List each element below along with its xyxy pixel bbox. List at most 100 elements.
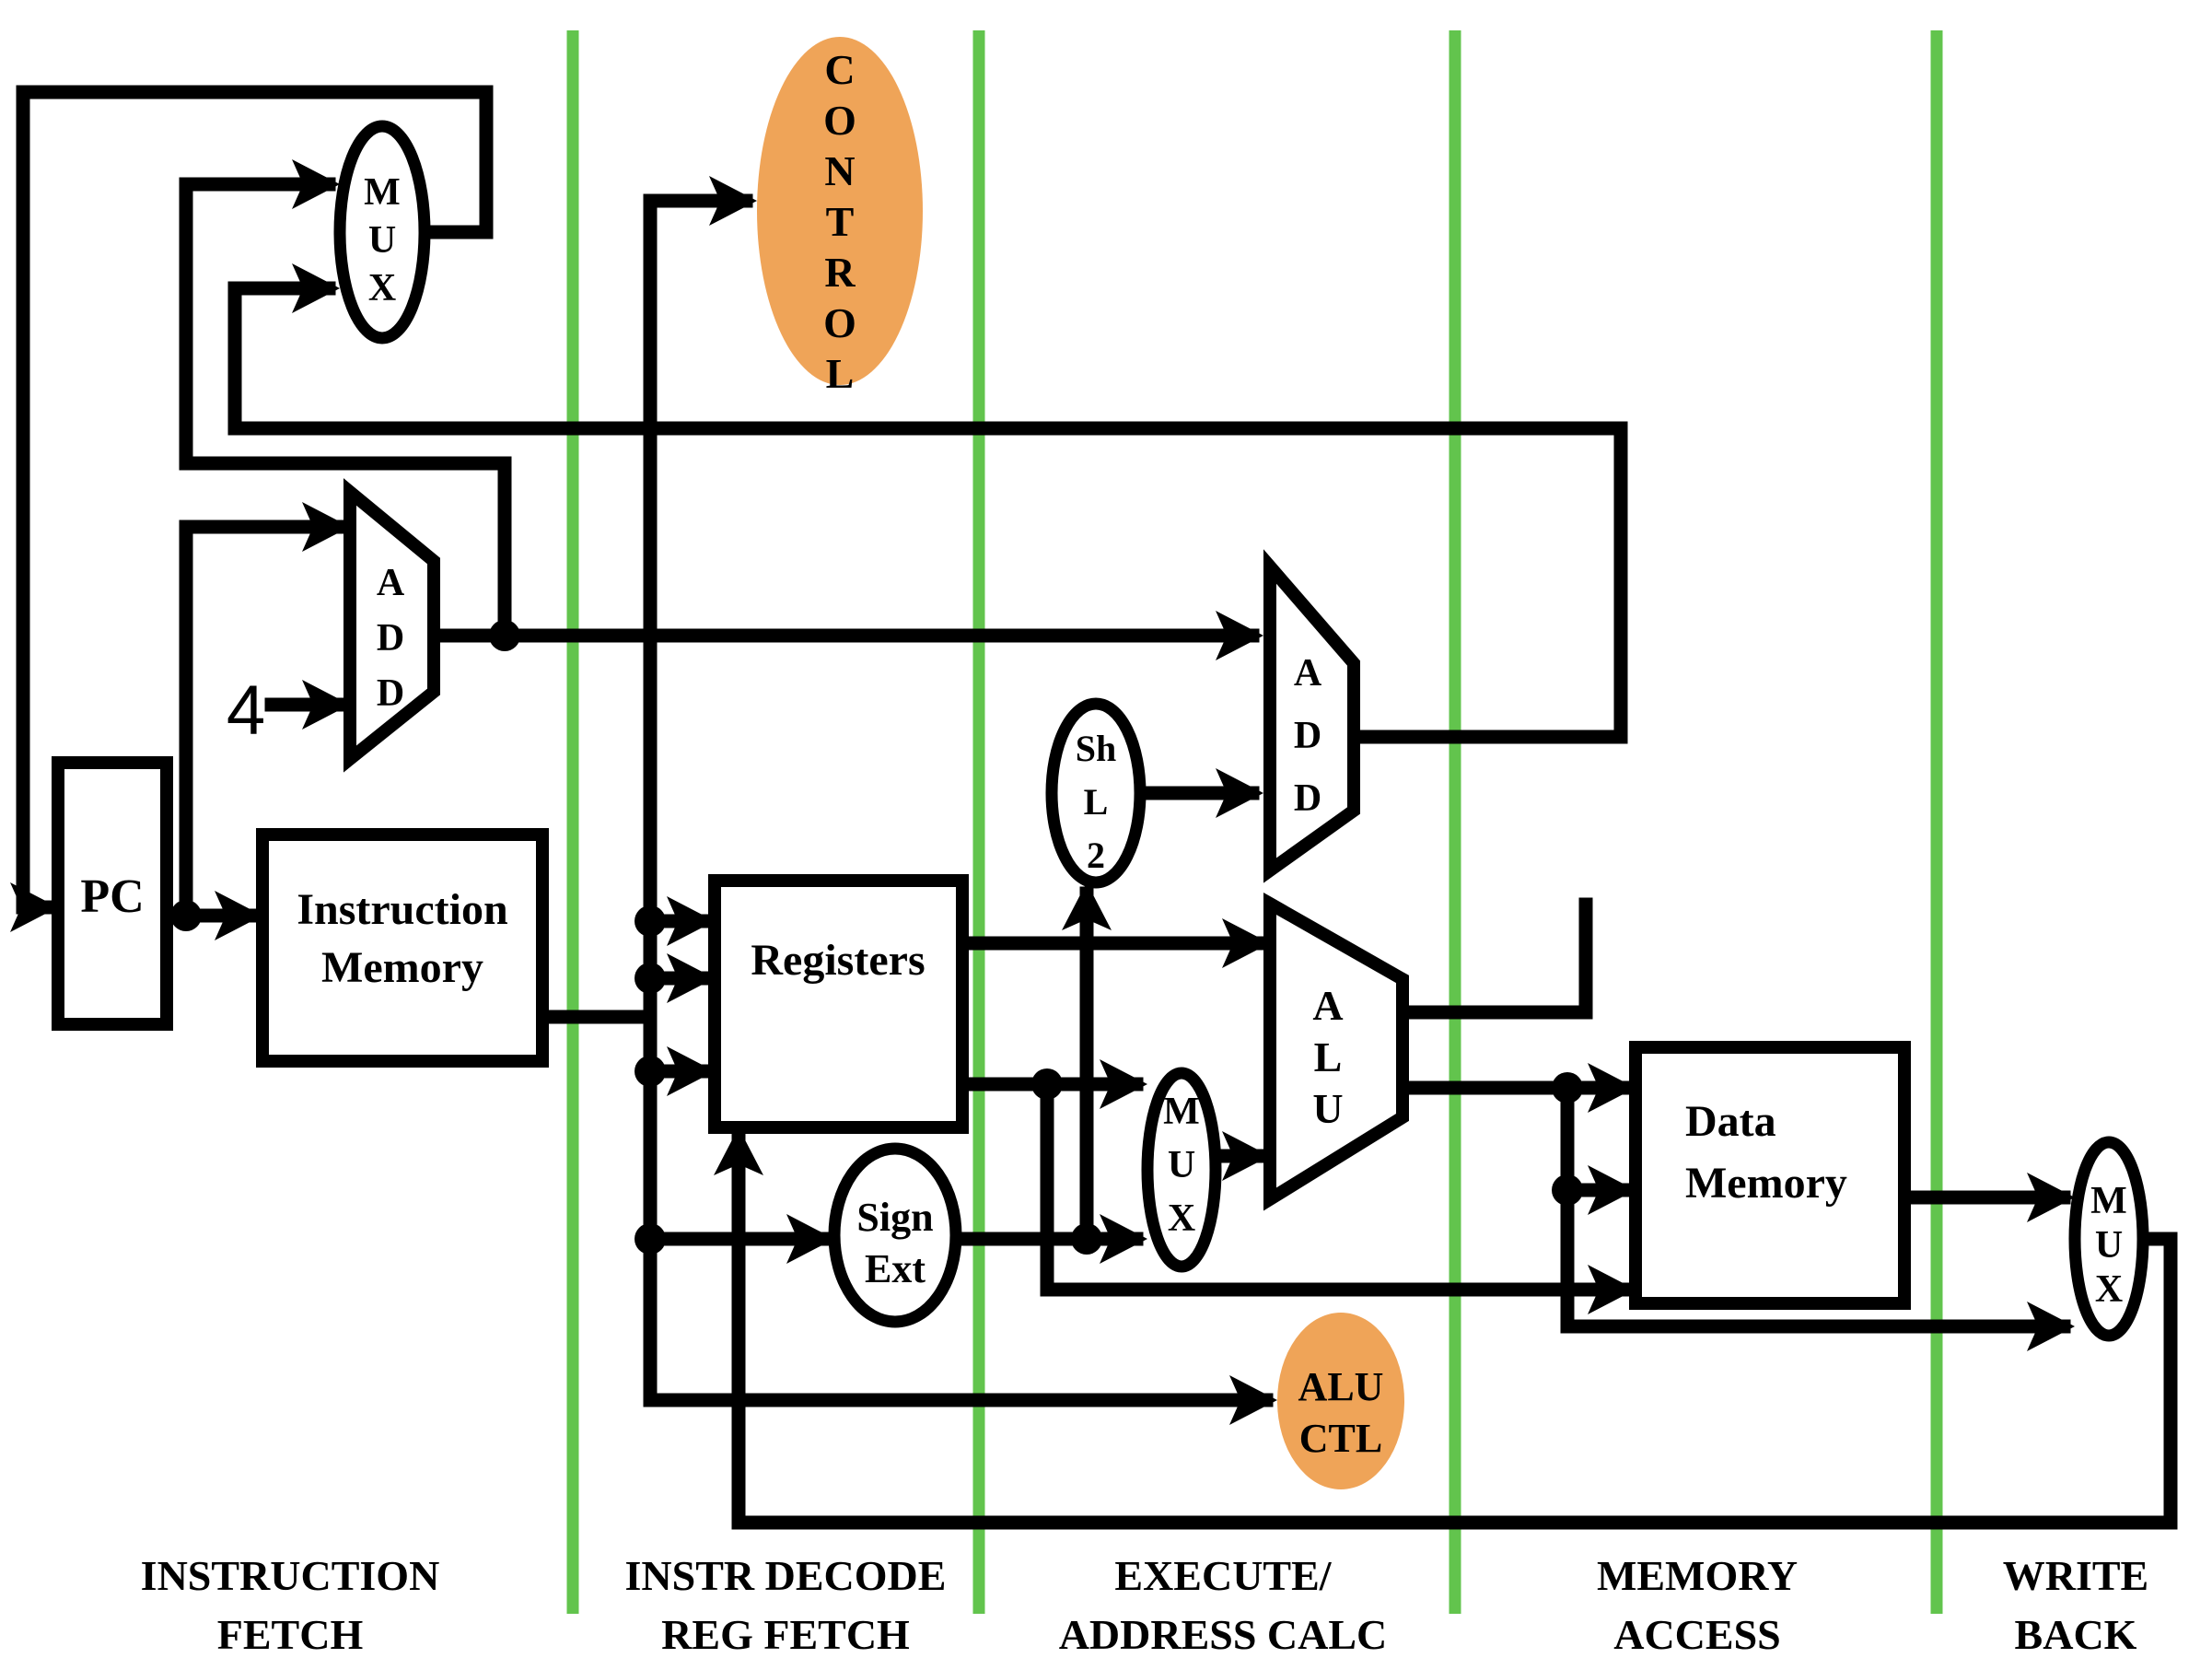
control-unit [757,37,923,385]
alu-label: U [1312,1085,1343,1132]
wire-alu-bypass [1560,1183,2071,1334]
branch-target-adder [1263,549,1360,883]
instruction-memory-box [256,828,549,1068]
registers-box-label: Registers [751,936,925,985]
stage-instr-decode-line1: INSTR DECODE [625,1552,947,1599]
stage-execute-line2: ADDRESS CALC [1059,1611,1388,1658]
wire-signext-in-arrowhead-icon [786,1214,834,1264]
shift-left-2 [1045,697,1147,889]
write-back-mux-label: M [2090,1180,2127,1222]
pc-src-mux-label: U [368,219,396,262]
wire-reg-read2-in-arrowhead-icon [667,953,715,1003]
data-memory-box-label: Data [1685,1097,1776,1146]
alu-label: L [1314,1033,1343,1080]
wire-branch-target-loop [227,281,1628,744]
wire-aluctl-in-arrowhead-icon [1229,1375,1277,1425]
alu [1263,892,1409,1211]
registers-box [708,874,969,1134]
wire-alu-result-arrowhead-icon [1588,1063,1636,1113]
stage-write-back-line2: BACK [2015,1611,2137,1658]
constant-4: 4 [227,671,265,750]
stage-instruction-fetch-line1: INSTRUCTION [141,1552,440,1599]
wire-const4-to-add1-arrowhead-icon [302,680,350,730]
wire-pc4-to-add2-arrowhead-icon [1216,611,1263,660]
pc-src-mux-label: M [364,171,401,214]
alu-control [1277,1313,1404,1489]
wire-pc-to-add1-arrowhead-icon [302,502,350,552]
wire-signext-out-arrowhead-icon [1100,1214,1147,1264]
junction-dot [489,620,520,651]
branch-target-adder-label: D [1294,715,1321,757]
wire-read2-to-dmem-arrowhead-icon [1588,1265,1636,1314]
pc-box-label: PC [80,870,144,923]
stage-memory-access-line2: ACCESS [1613,1611,1781,1658]
pc-add-4-adder-label: D [377,617,404,660]
wire-dmem-out-arrowhead-icon [2027,1173,2075,1222]
junction-dot [634,1223,666,1255]
shift-left-2-label: 2 [1087,835,1105,876]
pc-src-mux-label: X [368,267,396,309]
wire-alu-bypass-arrowhead-icon [2027,1302,2075,1351]
wire-alu-zero-stub [1395,897,1593,1020]
control-unit-label: L [826,350,855,397]
stage-memory-access-line1: MEMORY [1597,1552,1798,1599]
junction-dot [1552,1174,1583,1206]
wire-pc4-to-pcmux-arrowhead-icon [292,159,340,209]
sign-extend [828,1142,962,1328]
pc-add-4-adder [343,478,440,773]
junction-dot [170,900,202,931]
alu-control-label: ALU [1298,1364,1384,1409]
wire-pc-out-arrowhead-icon [215,891,262,940]
wire-pc-to-add1 [179,520,346,923]
junction-dot [634,1056,666,1087]
wire-branch-target-loop-arrowhead-icon [292,263,340,313]
branch-target-adder-label: D [1294,777,1321,820]
wire-shl2-to-add2-arrowhead-icon [1216,768,1263,818]
stage-instr-decode-line2: REG FETCH [661,1611,910,1658]
alu-src-mux-label: U [1168,1144,1195,1186]
control-unit-label: C [824,46,855,93]
sign-extend-label: Sign [856,1195,933,1240]
stage-instruction-fetch-line2: FETCH [217,1611,364,1658]
stage-execute-line1: EXECUTE/ [1114,1552,1332,1599]
control-unit-label: O [823,299,856,346]
wire-writeback-return [731,1133,2178,1530]
control-unit-label: O [823,97,856,144]
junction-dot [1031,1068,1063,1100]
wire-read2-to-dmem [1040,1077,1632,1297]
alu-src-mux [1141,1067,1222,1273]
stage-write-back-line1: WRITE [2003,1552,2148,1599]
shift-left-2-label: L [1084,781,1109,823]
shift-left-2-label: Sh [1076,728,1117,769]
junction-dot [634,905,666,937]
instruction-memory-box-label: Memory [321,943,483,992]
alu-src-mux-label: M [1163,1091,1200,1133]
write-back-mux-label: X [2095,1268,2123,1311]
wire-writeback-return-arrowhead-icon [714,1127,763,1175]
wire-read2-to-mux-arrowhead-icon [1100,1059,1147,1109]
wire-control-in-arrowhead-icon [709,176,757,226]
pc-box [52,756,173,1031]
junction-dot [1071,1223,1102,1255]
wire-reg-read1-in-arrowhead-icon [667,896,715,946]
wire-read1-to-alu-arrowhead-icon [1222,918,1270,968]
wire-aluresult-to-dmem2-arrowhead-icon [1588,1165,1636,1215]
control-unit-label: T [826,198,855,245]
data-memory-box-label: Memory [1685,1159,1847,1208]
pc-src-mux [333,120,431,344]
junction-dot [1552,1072,1583,1103]
alu-control-label: CTL [1299,1416,1382,1461]
wire-alusrcmux-to-alu-arrowhead-icon [1222,1131,1270,1181]
wire-reg-write-in-arrowhead-icon [667,1046,715,1096]
alu-src-mux-label: X [1168,1197,1195,1240]
branch-target-adder-label: A [1294,652,1322,695]
wire-pcmux-to-pc-arrowhead-icon [10,882,58,932]
data-memory-box [1629,1041,1911,1310]
junction-dot [634,963,666,994]
write-back-mux-label: U [2095,1224,2123,1267]
instruction-memory-box-label: Instruction [297,885,507,934]
write-back-mux [2068,1136,2149,1342]
alu-label: A [1312,982,1343,1029]
